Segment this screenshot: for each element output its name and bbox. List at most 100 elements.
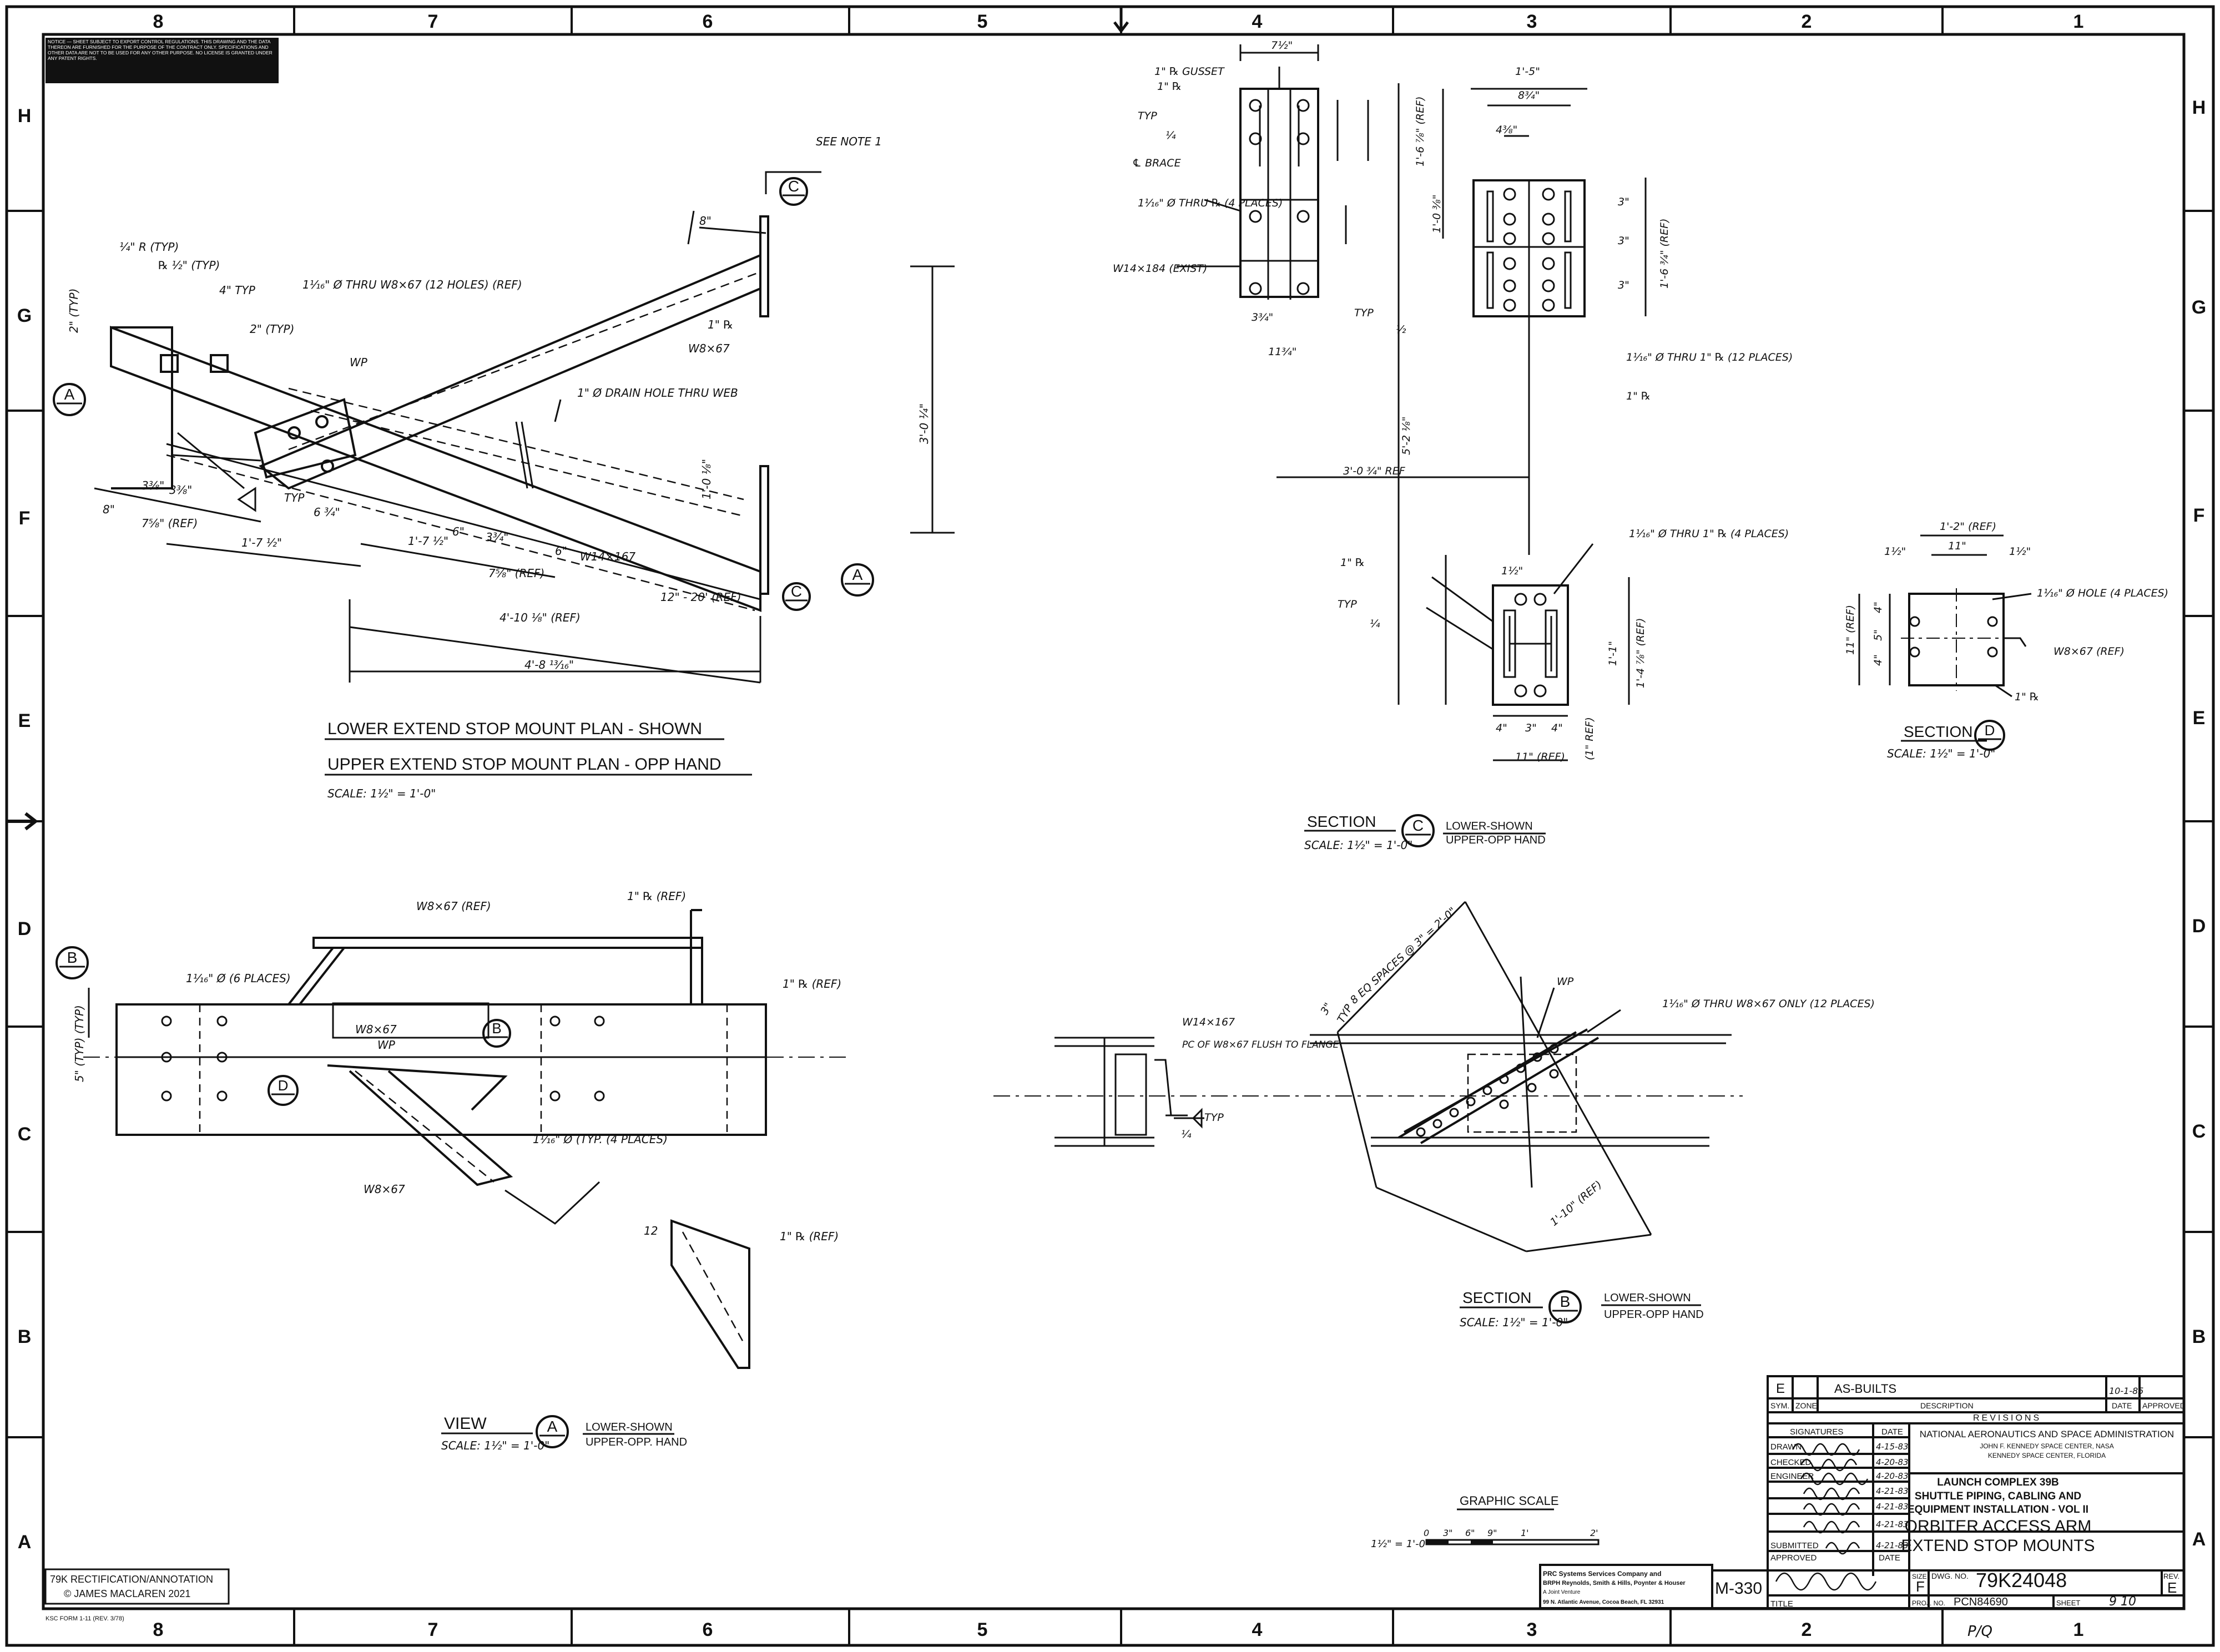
plan-view-drawing [94,171,955,684]
view-bubble-a-left: A [53,383,86,416]
section-bubble-c-top: C [779,177,808,206]
signature-scribbles [1775,1443,1877,1591]
tb-sheet: 9 10 [2109,1595,2136,1609]
sc-note-pl: 1" ℞ [1340,557,1365,569]
notice-text: NOTICE — SHEET SUBJECT TO EXPORT CONTROL… [48,39,273,61]
form-number: KSC FORM 1-11 (REV. 3/78) [46,1615,124,1622]
view-a-drawing [83,909,849,1369]
sc-note-dim-11: 11" (REF) [1515,751,1565,763]
sig-role-drawn: DRAWN [1770,1442,1802,1452]
section-d-drawing [1858,534,2032,698]
section-c-scale: SCALE: 1½" = 1'-0" [1304,838,1412,852]
col-label-3-bottom: 3 [1527,1619,1537,1640]
sig-date-5: 4-21-83 [1876,1502,1909,1512]
revision-header-date: DATE [2112,1401,2132,1410]
sb-note-quarter: ¼ [1181,1128,1192,1140]
td-note-w14: W14×184 (EXIST) [1113,262,1207,275]
sc-note-dim-1-4: 1'-4 ⅞" (REF) [1634,618,1647,688]
sd-note-dim-4-a: 4" [1872,602,1884,613]
sd-note-dim-1-half-a: 1½" [1884,545,1906,558]
tb-dwg-label: DWG. NO. [1931,1572,1969,1580]
graphic-scale: GRAPHIC SCALE 1½" = 1'-0" 0 3" 6" 9" 1' … [1371,1494,1600,1550]
note-drain-hole: 1" Ø DRAIN HOLE THRU WEB [577,386,738,400]
row-label-g-right: G [2192,297,2206,318]
col-label-4-bottom: 4 [1252,1619,1263,1640]
td-note-dim-8-3-4: 8¾" [1518,89,1540,102]
col-label-8-bottom: 8 [153,1619,164,1640]
va-note-pl-ref2: 1" ℞ (REF) [783,977,841,991]
col-label-2-bottom: 2 [1802,1619,1812,1640]
col-label-6-top: 6 [703,11,713,32]
section-c-label: SECTION [1307,813,1376,830]
row-label-e-right: E [2193,708,2206,729]
col-label-3-top: 3 [1527,11,1537,32]
td-note-half: ½ [1396,324,1406,336]
plan-title-upper: UPPER EXTEND STOP MOUNT PLAN - OPP HAND [327,755,722,774]
section-b-title: SECTION B SCALE: 1½" = 1'-0" LOWER-SHOWN… [1460,1289,1704,1329]
col-label-7-top: 7 [428,11,438,32]
revision-block: E AS-BUILTS 10-1-85 SYM. ZONE DESCRIPTIO… [1770,1381,2186,1423]
row-label-c-right: C [2192,1121,2206,1142]
approved-date-label: DATE [1879,1553,1900,1563]
note-dim-8-top: 8" [699,214,712,228]
va-note-holes4: 1¹⁄₁₆" Ø (TYP. (4 PLACES) [533,1133,668,1146]
plan-title-lower: LOWER EXTEND STOP MOUNT PLAN - SHOWN [327,720,702,738]
note-dim-1-7-b: 1'-7 ½" [408,534,448,548]
section-bubble-c-bottom: C [782,582,811,611]
title-block-text: NATIONAL AERONAUTICS AND SPACE ADMINISTR… [1543,1429,2179,1640]
section-bubble-b-left: B [56,946,89,979]
va-note-holes6: 1¹⁄₁₆" Ø (6 PLACES) [186,972,291,985]
center-arrow-left [8,812,38,831]
tb-contractor4: 99 N. Atlantic Avenue, Cocoa Beach, FL 3… [1543,1599,1664,1605]
td-note-dim-11-3-4: 11¾" [1268,346,1296,358]
sd-note-hole: 1¹⁄₁₆" Ø HOLE (4 PLACES) [2037,587,2168,599]
va-note-dim-5: 5" (TYP) (TYP) [73,1005,86,1082]
row-label-c-left: C [18,1124,32,1145]
note-dim-3-3-4: 3¾" [486,531,508,544]
section-b-lower: LOWER-SHOWN [1604,1292,1691,1304]
td-note-pl: 1" ℞ [1157,80,1182,93]
td-note-holes12: 1¹⁄₁₆" Ø THRU 1" ℞ (12 PLACES) [1626,351,1793,363]
section-d-title: SECTION D SCALE: 1½" = 1'-0" [1887,720,2005,760]
section-d-label: SECTION [1904,723,1972,740]
graphic-scale-tick-9: 9" [1487,1528,1497,1538]
view-a-label: VIEW [444,1414,487,1433]
td-note-dim-7-half: 7½" [1271,39,1293,52]
graphic-scale-tick-2: 2' [1590,1528,1598,1538]
sc-note-typ: TYP [1338,598,1357,610]
revision-header-description: DESCRIPTION [1920,1401,1974,1410]
row-label-f-left: F [19,508,31,529]
signatures-label: SIGNATURES [1790,1427,1843,1437]
sb-note-wp: WP [1557,976,1574,988]
tb-dwg-no: 79K24048 [1976,1569,2067,1592]
col-label-4-top: 4 [1252,11,1263,32]
col-label-2-top: 2 [1802,11,1812,32]
note-dim-1-0: 1'-0 ⅛" [700,459,713,499]
section-b-drawing [993,901,1743,1252]
tb-proj-no: PCN84690 [1954,1596,2008,1608]
svg-text:C: C [788,178,799,195]
signatures-date-label: DATE [1881,1427,1903,1437]
row-label-a-right: A [2192,1529,2206,1550]
svg-text:A: A [64,386,75,403]
top-details-drawing [1177,44,1647,705]
svg-text:C: C [791,583,802,600]
plan-scale: SCALE: 1½" = 1'-0" [327,787,436,800]
submitted-label: SUBMITTED [1770,1541,1819,1550]
note-dim-7-5-8-b: 7⅝" (REF) [488,567,544,580]
note-dim-4-8: 4'-8 ¹³⁄₁₆" [524,658,574,671]
tb-sheet-label: SHEET [2056,1599,2080,1607]
graphic-scale-tick-0: 0 [1424,1528,1429,1538]
svg-text:A: A [852,566,863,583]
copyright-line1: 79K RECTIFICATION/ANNOTATION [50,1574,213,1585]
note-dim-3-3-8-a: 3⅜" [142,479,164,492]
sc-note-quarter: ¼ [1370,618,1380,630]
row-label-b-left: B [18,1326,32,1347]
row-label-d-left: D [18,918,32,939]
note-w14x167: W14×167 [580,550,635,563]
col-label-6-bottom: 6 [703,1619,713,1640]
note-radius: ¼" R (TYP) [119,240,179,254]
note-plate-half: ℞ ½" (TYP) [158,259,220,272]
va-note-pl-ref3: 1" ℞ (REF) [780,1230,839,1243]
